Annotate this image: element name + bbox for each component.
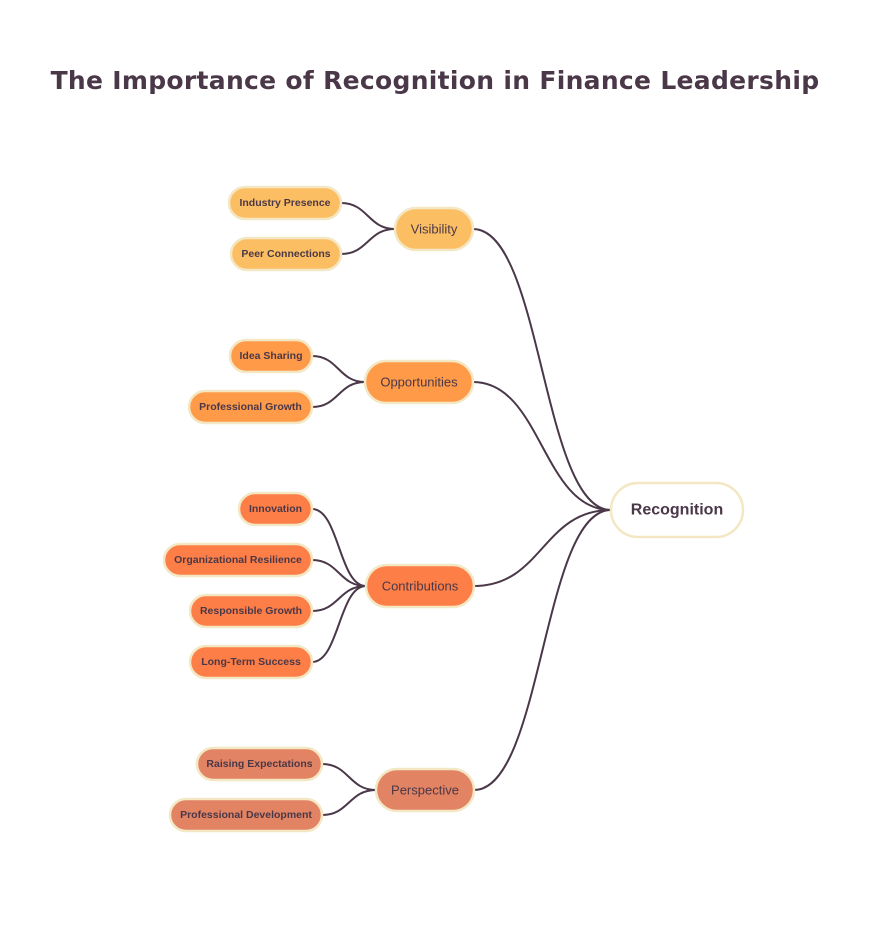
node-idea-sharing-shape [228,338,314,374]
node-contributions-shape [364,563,476,609]
node-professional-growth: Professional Growth [187,389,314,425]
edge-professional-growth-to-opportunities [311,381,366,408]
node-contributions-label: Contributions [382,579,459,594]
node-perspective-label: Perspective [391,783,459,798]
node-raising-expectations: Raising Expectations [195,746,324,782]
node-innovation: Innovation [237,491,314,527]
node-organizational-resilience-label: Organizational Resilience [174,554,302,566]
edge-peer-connections-to-visibility [340,228,396,255]
node-industry-presence: Industry Presence [227,185,343,221]
edge-industry-presence-to-visibility [340,202,396,230]
node-industry-presence-shape [227,185,343,221]
node-innovation-label: Innovation [249,503,302,515]
node-professional-development: Professional Development [168,797,324,833]
edge-perspective-to-root [473,509,612,791]
node-opportunities-label: Opportunities [380,375,458,390]
node-professional-development-shape [168,797,324,833]
node-professional-growth-shape [187,389,314,425]
node-idea-sharing-label: Idea Sharing [239,350,302,362]
node-long-term-success: Long-Term Success [188,644,314,680]
node-raising-expectations-shape [195,746,324,782]
node-long-term-success-shape [188,644,314,680]
node-recognition: Recognition [609,481,745,539]
node-opportunities: Opportunities [363,359,475,405]
edge-visibility-to-root [472,228,612,511]
node-perspective: Perspective [374,767,476,813]
edge-innovation-to-contributions [311,508,367,587]
edge-long-term-success-to-contributions [311,585,367,663]
node-peer-connections: Peer Connections [229,236,343,272]
edge-idea-sharing-to-opportunities [311,355,366,383]
edge-organizational-resilience-to-contributions [311,559,367,587]
node-innovation-shape [237,491,314,527]
node-visibility-label: Visibility [411,222,458,237]
edge-professional-development-to-perspective [321,789,377,816]
node-contributions: Contributions [364,563,476,609]
edges-layer [311,202,612,816]
edge-opportunities-to-root [472,381,612,511]
edge-contributions-to-root [473,509,612,587]
node-industry-presence-label: Industry Presence [239,197,330,209]
node-raising-expectations-label: Raising Expectations [206,758,312,770]
node-long-term-success-label: Long-Term Success [201,656,301,668]
node-visibility-shape [393,206,475,252]
node-idea-sharing: Idea Sharing [228,338,314,374]
node-recognition-shape [609,481,745,539]
node-recognition-label: Recognition [631,502,723,519]
diagram-title: The Importance of Recognition in Finance… [50,66,820,95]
node-professional-growth-label: Professional Growth [199,401,302,413]
edge-raising-expectations-to-perspective [321,763,377,791]
node-professional-development-label: Professional Development [180,809,312,821]
node-responsible-growth-shape [188,593,314,629]
node-peer-connections-label: Peer Connections [241,248,330,260]
node-peer-connections-shape [229,236,343,272]
node-organizational-resilience: Organizational Resilience [162,542,314,578]
node-responsible-growth: Responsible Growth [188,593,314,629]
node-responsible-growth-label: Responsible Growth [200,605,302,617]
node-perspective-shape [374,767,476,813]
node-opportunities-shape [363,359,475,405]
node-organizational-resilience-shape [162,542,314,578]
node-visibility: Visibility [393,206,475,252]
